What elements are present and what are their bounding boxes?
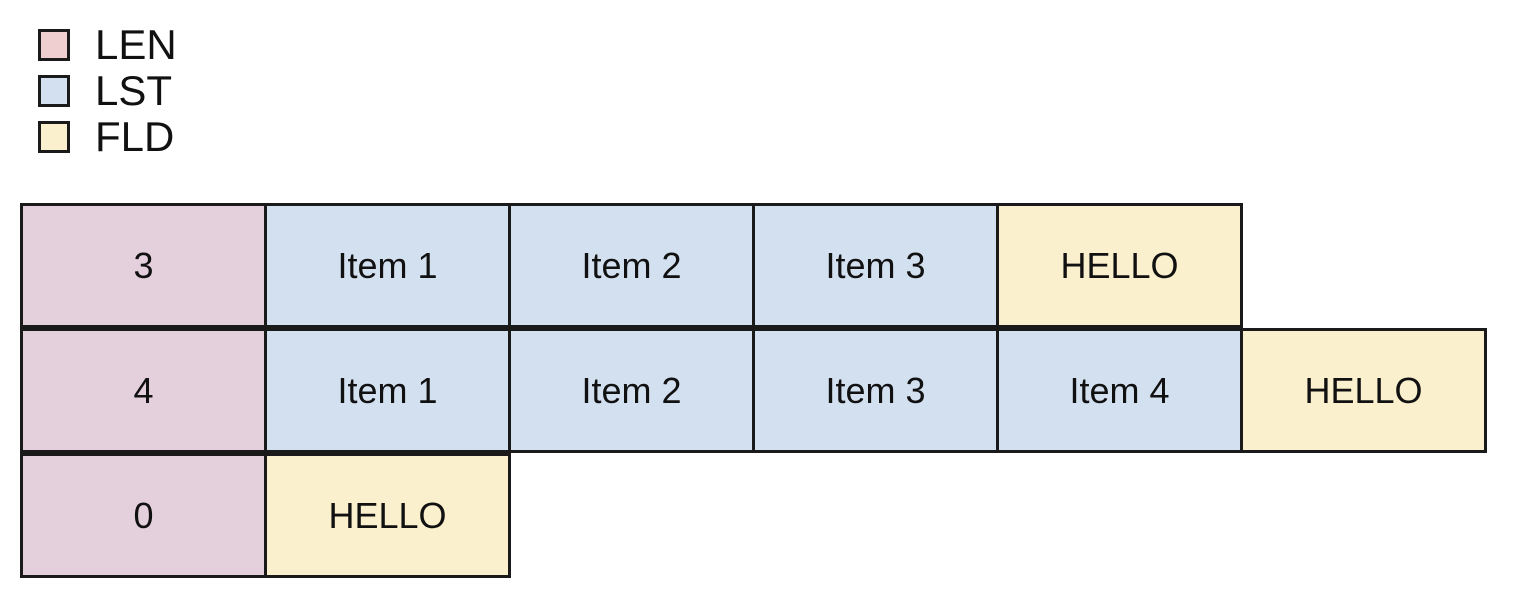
grid-cell-lst: Item 1 (264, 203, 511, 328)
grid-cell-lst: Item 4 (996, 328, 1243, 453)
grid-cell-lst: Item 3 (752, 203, 999, 328)
grid-cell-lst: Item 2 (508, 328, 755, 453)
grid-cell-lst: Item 1 (264, 328, 511, 453)
grid-cell-len: 4 (20, 328, 267, 453)
grid-cell-fld: HELLO (996, 203, 1243, 328)
legend-swatch-fld-icon (38, 121, 70, 153)
grid-cell-fld: HELLO (1240, 328, 1487, 453)
grid-cell-len: 0 (20, 453, 267, 578)
legend: LEN LST FLD (38, 22, 177, 160)
legend-swatch-len-icon (38, 29, 70, 61)
grid-cell-lst: Item 3 (752, 328, 999, 453)
legend-label-len: LEN (95, 21, 177, 68)
legend-item-lst: LST (38, 68, 177, 114)
grid-cell-len: 3 (20, 203, 267, 328)
grid-cell-fld: HELLO (264, 453, 511, 578)
legend-swatch-lst-icon (38, 75, 70, 107)
legend-item-fld: FLD (38, 114, 177, 160)
legend-label-fld: FLD (95, 113, 175, 160)
legend-label-lst: LST (95, 67, 173, 114)
grid-cell-lst: Item 2 (508, 203, 755, 328)
legend-item-len: LEN (38, 22, 177, 68)
